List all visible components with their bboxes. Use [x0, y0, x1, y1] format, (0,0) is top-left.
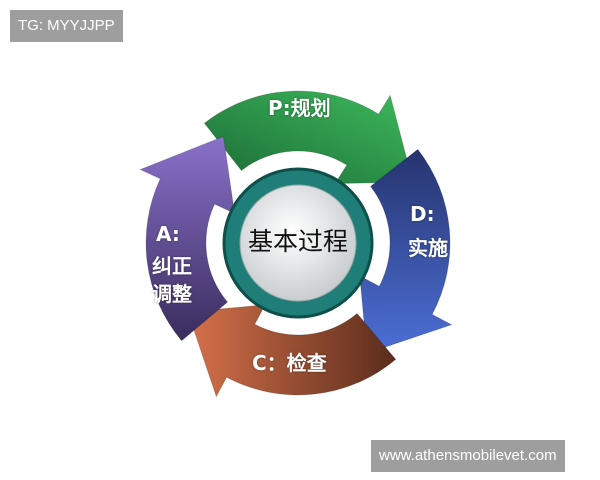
step-a-text-1: 纠正: [152, 254, 192, 278]
step-d-text: 实施: [408, 236, 448, 260]
step-a-text-2: 调整: [152, 282, 192, 306]
step-d-label: D:: [410, 202, 435, 226]
step-c-label: C：检查: [252, 351, 327, 375]
arrow-check: [187, 304, 397, 398]
center-disc: [239, 184, 357, 302]
watermark-top-left: TG: MYYJJPP: [10, 10, 123, 42]
step-a-label: A:: [156, 222, 180, 246]
watermark-bottom-right: www.athensmobilevet.com: [371, 440, 565, 472]
center-label: 基本过程: [247, 227, 348, 256]
arrow-do: [359, 148, 453, 354]
arrow-plan: [203, 90, 414, 185]
arrow-act: [139, 135, 236, 342]
step-p-label: P:规划: [268, 96, 331, 120]
